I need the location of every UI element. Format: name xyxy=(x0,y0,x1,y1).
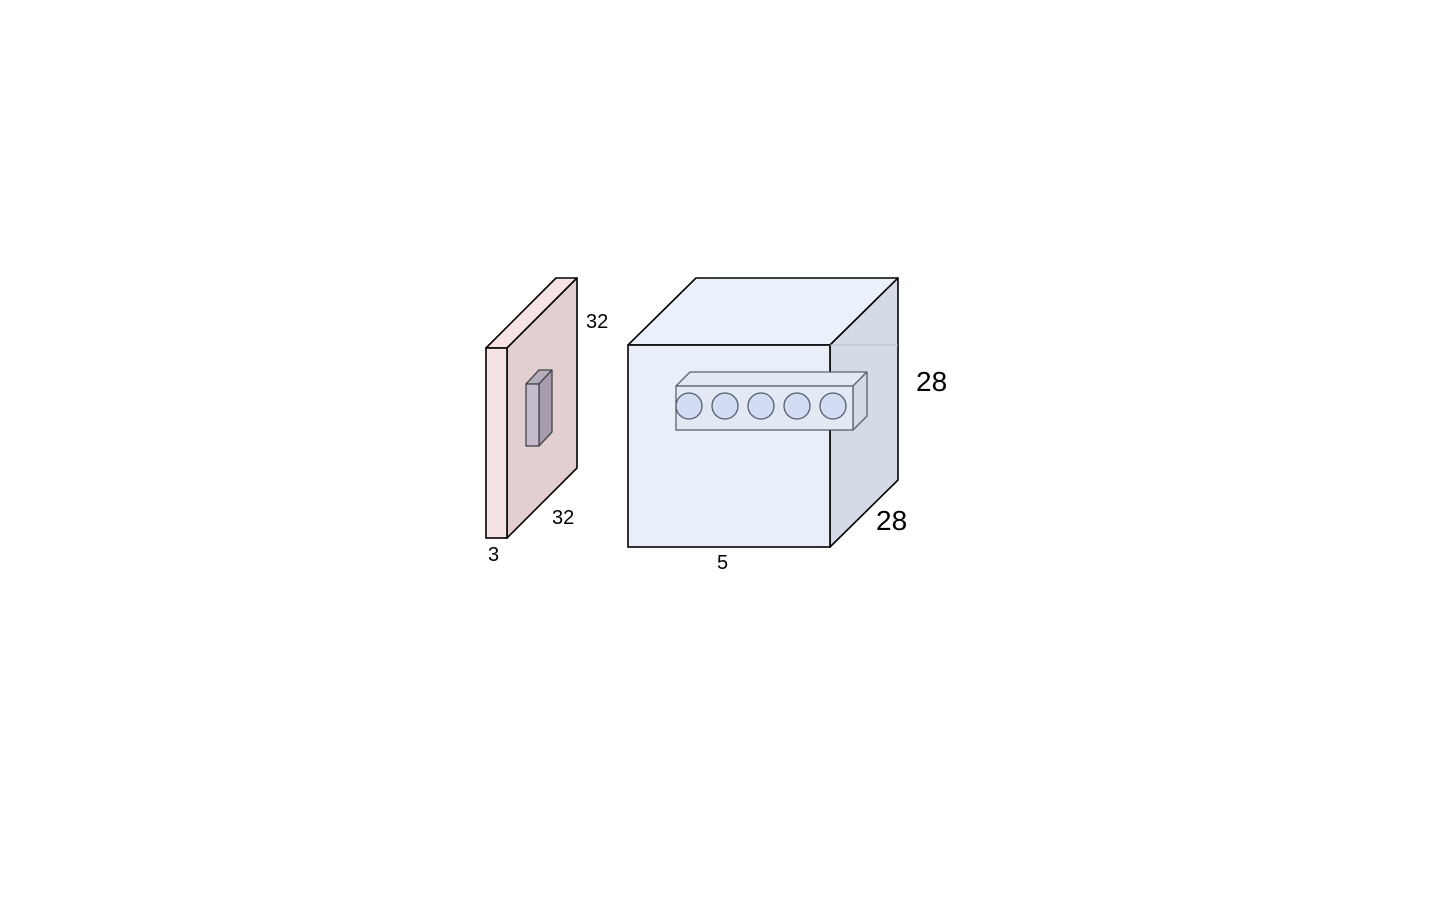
neuron-3 xyxy=(747,392,775,420)
output-width-label: 28 xyxy=(876,505,907,536)
output-height-label: 28 xyxy=(916,366,947,397)
output-depth-label: 5 xyxy=(717,552,728,574)
receptive-field-side xyxy=(538,369,553,447)
neuron-5 xyxy=(819,392,847,420)
input-depth-label: 3 xyxy=(488,544,499,566)
receptive-field-front xyxy=(525,383,540,447)
input-width-label: 32 xyxy=(552,507,574,529)
neuron-column xyxy=(675,371,868,431)
neuron-column-top xyxy=(675,371,868,387)
input-volume-front-face xyxy=(485,347,508,539)
neurons-group xyxy=(675,392,847,420)
neuron-2 xyxy=(711,392,739,420)
input-height-label: 32 xyxy=(586,311,608,333)
output-volume xyxy=(627,277,899,548)
receptive-field-box xyxy=(525,369,553,447)
neuron-4 xyxy=(783,392,811,420)
input-volume xyxy=(485,277,578,539)
neuron-1 xyxy=(675,392,703,420)
